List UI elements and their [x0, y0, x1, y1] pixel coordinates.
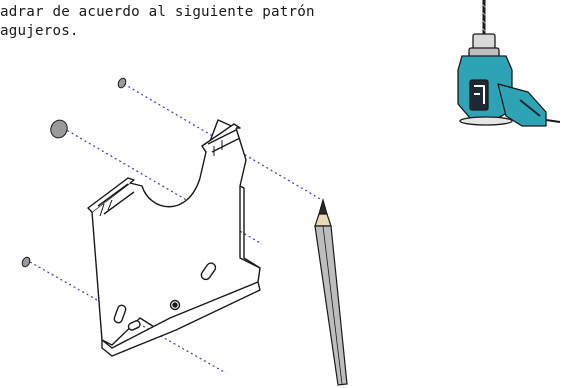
drill-panel-mark [474, 85, 485, 104]
instruction-text: adrar de acuerdo al siguiente patrón agu… [0, 3, 315, 41]
hole-mark-small-top [117, 77, 127, 89]
pencil-tip-wood [314, 213, 332, 227]
drill-handle [497, 83, 547, 127]
pencil-lead [318, 197, 328, 215]
hole-marks [21, 77, 127, 268]
drill-cable [545, 119, 561, 123]
drill-base [459, 116, 513, 126]
bracket-slot-right [200, 262, 217, 281]
pencil-icon [314, 197, 348, 386]
pencil-body [314, 225, 348, 386]
bracket-fold-lines [99, 140, 223, 217]
bracket-edge [239, 185, 261, 269]
instruction-line-1: adrar de acuerdo al siguiente patrón [0, 4, 315, 20]
hole-mark-large [50, 119, 68, 139]
guide-line-top [123, 83, 323, 201]
bracket-flange [101, 281, 261, 357]
instruction-line-2: agujeros. [0, 23, 79, 39]
drill-icon [457, 0, 561, 127]
drill-bit-flutes [481, 3, 487, 33]
hole-mark-small-bottom [21, 256, 31, 268]
bracket-tab-left [87, 177, 135, 213]
pencil-body-line [322, 225, 343, 385]
drill-handle-grip [519, 99, 541, 117]
mounting-bracket [87, 119, 261, 357]
bracket-tab-right-lines [207, 129, 241, 153]
bracket-screw-center [172, 302, 178, 308]
bracket-slot-bottom [127, 320, 141, 331]
bracket-slot-left [113, 304, 127, 324]
bracket-tab-left-lines [97, 183, 135, 215]
